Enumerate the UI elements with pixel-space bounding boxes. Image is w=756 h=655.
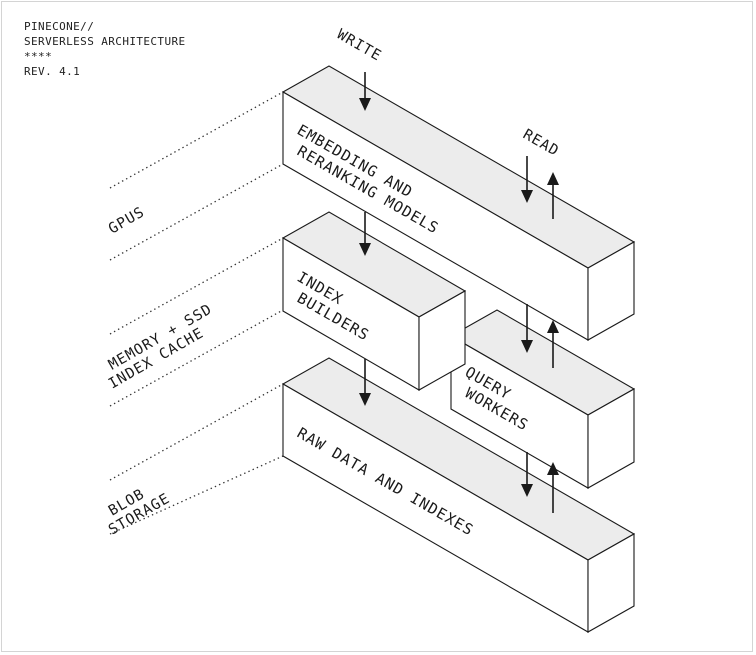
index-to-storage-arrow (359, 359, 371, 406)
tier-label-gpus: GPUS (106, 204, 148, 237)
title-line-brand: PINECONE// (24, 20, 95, 33)
memory-guide-top (109, 237, 284, 335)
embedding-box (281, 65, 636, 341)
write-arrow (359, 72, 371, 111)
query-to-embed-up-arrow (547, 320, 559, 368)
title-block: PINECONE// SERVERLESS ARCHITECTURE **** … (24, 19, 186, 79)
title-line-revision: REV. 4.1 (24, 65, 81, 78)
title-line-stars: **** (24, 50, 53, 63)
read-up-arrow (547, 172, 559, 219)
index-builders-box (281, 211, 467, 391)
embed-to-query-down-arrow (521, 304, 533, 353)
gpu-guide-top (109, 91, 284, 189)
title-line-name: SERVERLESS ARCHITECTURE (24, 35, 186, 48)
storage-to-query-up-arrow (547, 462, 559, 513)
flow-arrows (359, 72, 559, 513)
tier-guides (109, 91, 284, 535)
embed-to-index-arrow (359, 212, 371, 256)
query-to-storage-down-arrow (521, 452, 533, 497)
raw-data-box (281, 357, 636, 633)
memory-guide-bottom (109, 309, 284, 407)
read-down-arrow (521, 156, 533, 203)
query-workers-box (449, 309, 636, 489)
blob-guide-top (109, 383, 284, 481)
read-label: READ (520, 127, 562, 160)
gpu-guide-bottom (109, 163, 284, 261)
write-label: WRITE (334, 27, 384, 65)
